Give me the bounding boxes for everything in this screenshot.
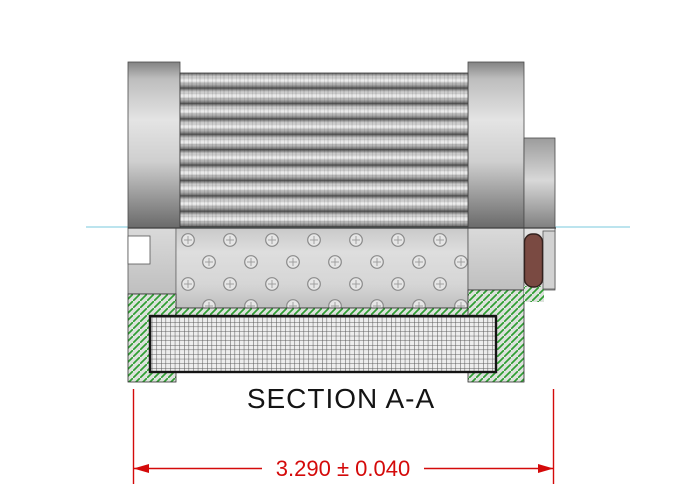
cut-hatch-seal-sliver xyxy=(524,286,544,302)
left-end-cap xyxy=(127,61,181,229)
dimension-arrow-right xyxy=(538,464,554,473)
dimension-arrow-left xyxy=(133,464,149,473)
pleated-filter-media xyxy=(179,72,469,228)
end-fitting xyxy=(523,137,556,233)
section-label: SECTION A-A xyxy=(247,383,435,414)
core-tube-perforations xyxy=(176,228,468,308)
upper-half-exterior xyxy=(127,61,556,233)
left-cap-notch xyxy=(127,235,151,265)
lower-half-section xyxy=(127,227,556,383)
filter-media-mesh-section xyxy=(148,314,498,374)
dimension: 3.290 ± 0.040 xyxy=(132,389,555,484)
right-end-cap xyxy=(467,61,525,229)
seal-outer-ring xyxy=(542,230,556,290)
dimension-text: 3.290 ± 0.040 xyxy=(276,456,410,481)
oring-seal xyxy=(523,233,544,288)
right-cap-section xyxy=(467,227,525,291)
